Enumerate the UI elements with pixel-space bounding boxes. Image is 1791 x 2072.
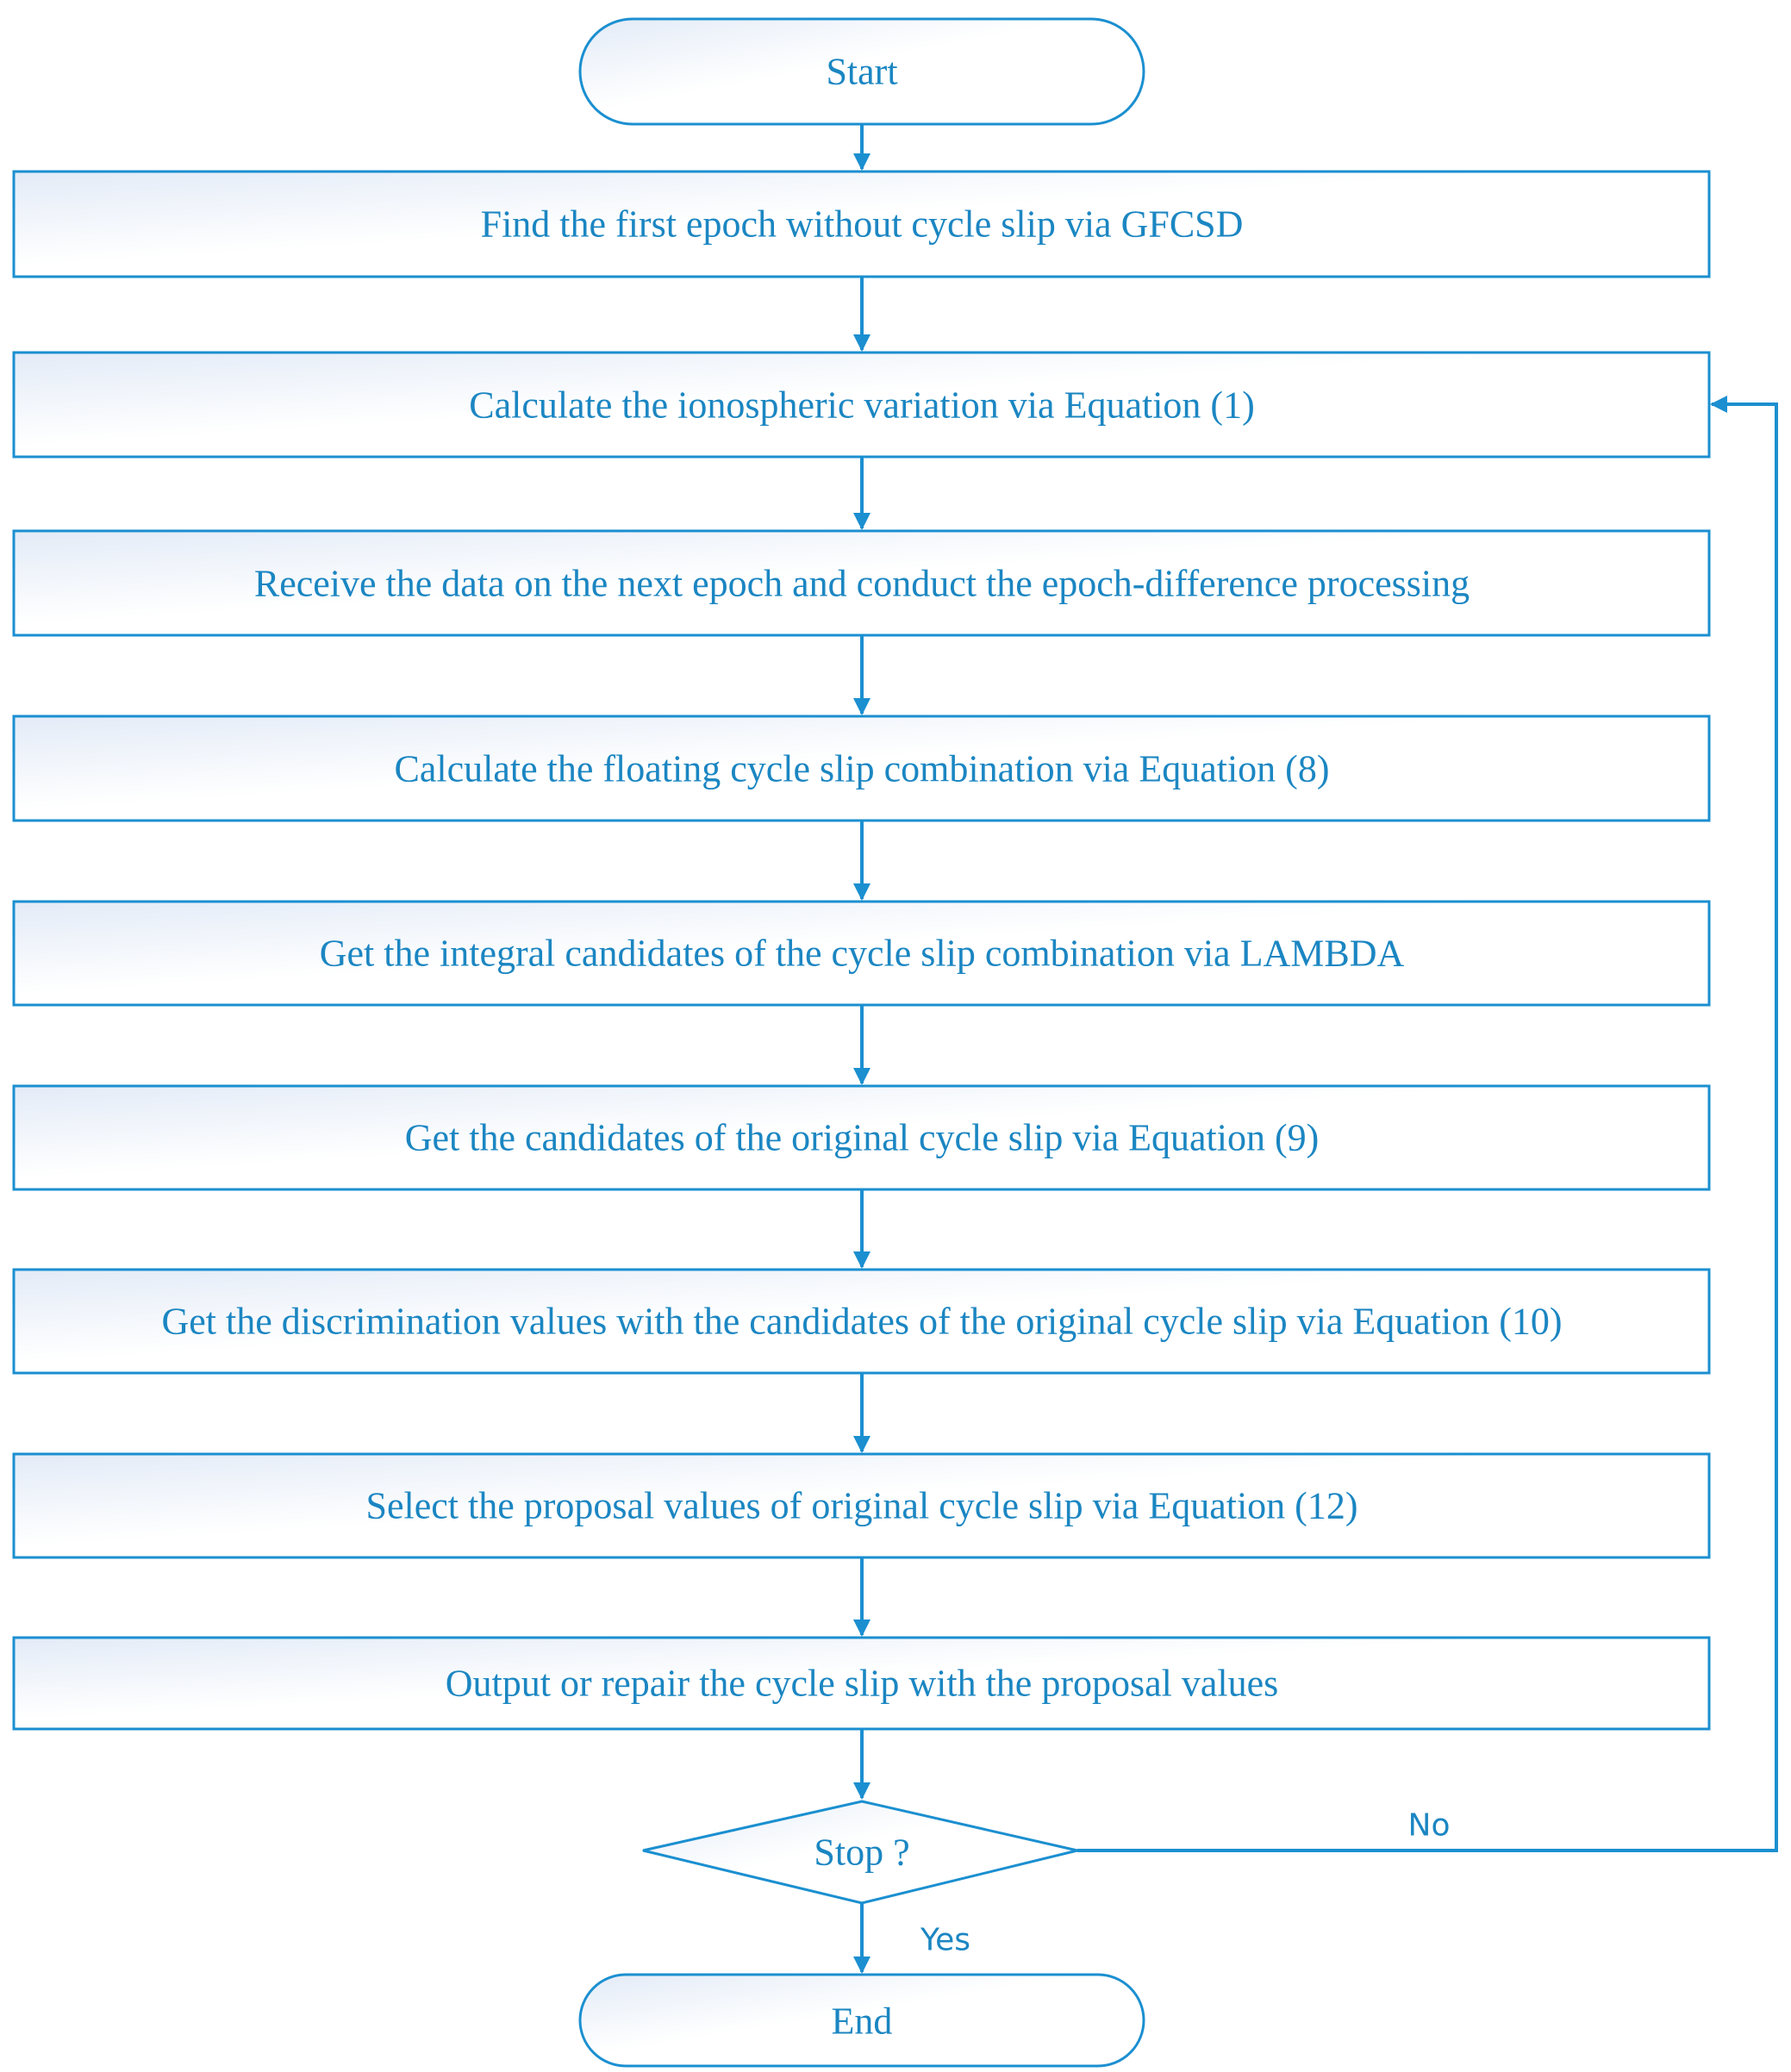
step-find-first-epoch: Find the first epoch without cycle slip …	[12, 170, 1711, 278]
step-select-proposal-values-label: Select the proposal values of original c…	[365, 1485, 1357, 1527]
step-get-discrimination-values-label: Get the discrimination values with the c…	[161, 1301, 1562, 1343]
step-get-integral-candidates: Get the integral candidates of the cycle…	[12, 900, 1711, 1007]
step-get-integral-candidates-label: Get the integral candidates of the cycle…	[320, 933, 1405, 975]
step-get-original-candidates: Get the candidates of the original cycle…	[12, 1084, 1711, 1191]
decision-stop: Stop ?	[642, 1800, 1078, 1905]
step-calculate-ionospheric-variation-label: Calculate the ionospheric variation via …	[469, 384, 1254, 427]
step-get-original-candidates-label: Get the candidates of the original cycle…	[405, 1117, 1320, 1159]
start-terminator: Start	[578, 17, 1145, 126]
start-label: Start	[826, 51, 897, 93]
step-find-first-epoch-label: Find the first epoch without cycle slip …	[481, 203, 1244, 246]
step-receive-next-epoch: Receive the data on the next epoch and c…	[12, 529, 1711, 637]
step-receive-next-epoch-label: Receive the data on the next epoch and c…	[254, 563, 1470, 605]
end-terminator: End	[578, 1973, 1145, 2068]
end-label: End	[832, 2000, 893, 2043]
step-calculate-floating-combination: Calculate the floating cycle slip combin…	[12, 715, 1711, 822]
step-select-proposal-values: Select the proposal values of original c…	[12, 1452, 1711, 1559]
step-calculate-ionospheric-variation: Calculate the ionospheric variation via …	[12, 351, 1711, 459]
step-get-discrimination-values: Get the discrimination values with the c…	[12, 1268, 1711, 1375]
arrow-no-loop-to-step2	[1077, 396, 1778, 1852]
edge-label-no: No	[1408, 1808, 1451, 1844]
decision-stop-label: Stop ?	[814, 1832, 909, 1874]
step-output-or-repair: Output or repair the cycle slip with the…	[12, 1636, 1711, 1731]
edge-label-yes: Yes	[920, 1923, 970, 1958]
step-output-or-repair-label: Output or repair the cycle slip with the…	[446, 1663, 1279, 1705]
step-calculate-floating-combination-label: Calculate the floating cycle slip combin…	[394, 748, 1329, 790]
